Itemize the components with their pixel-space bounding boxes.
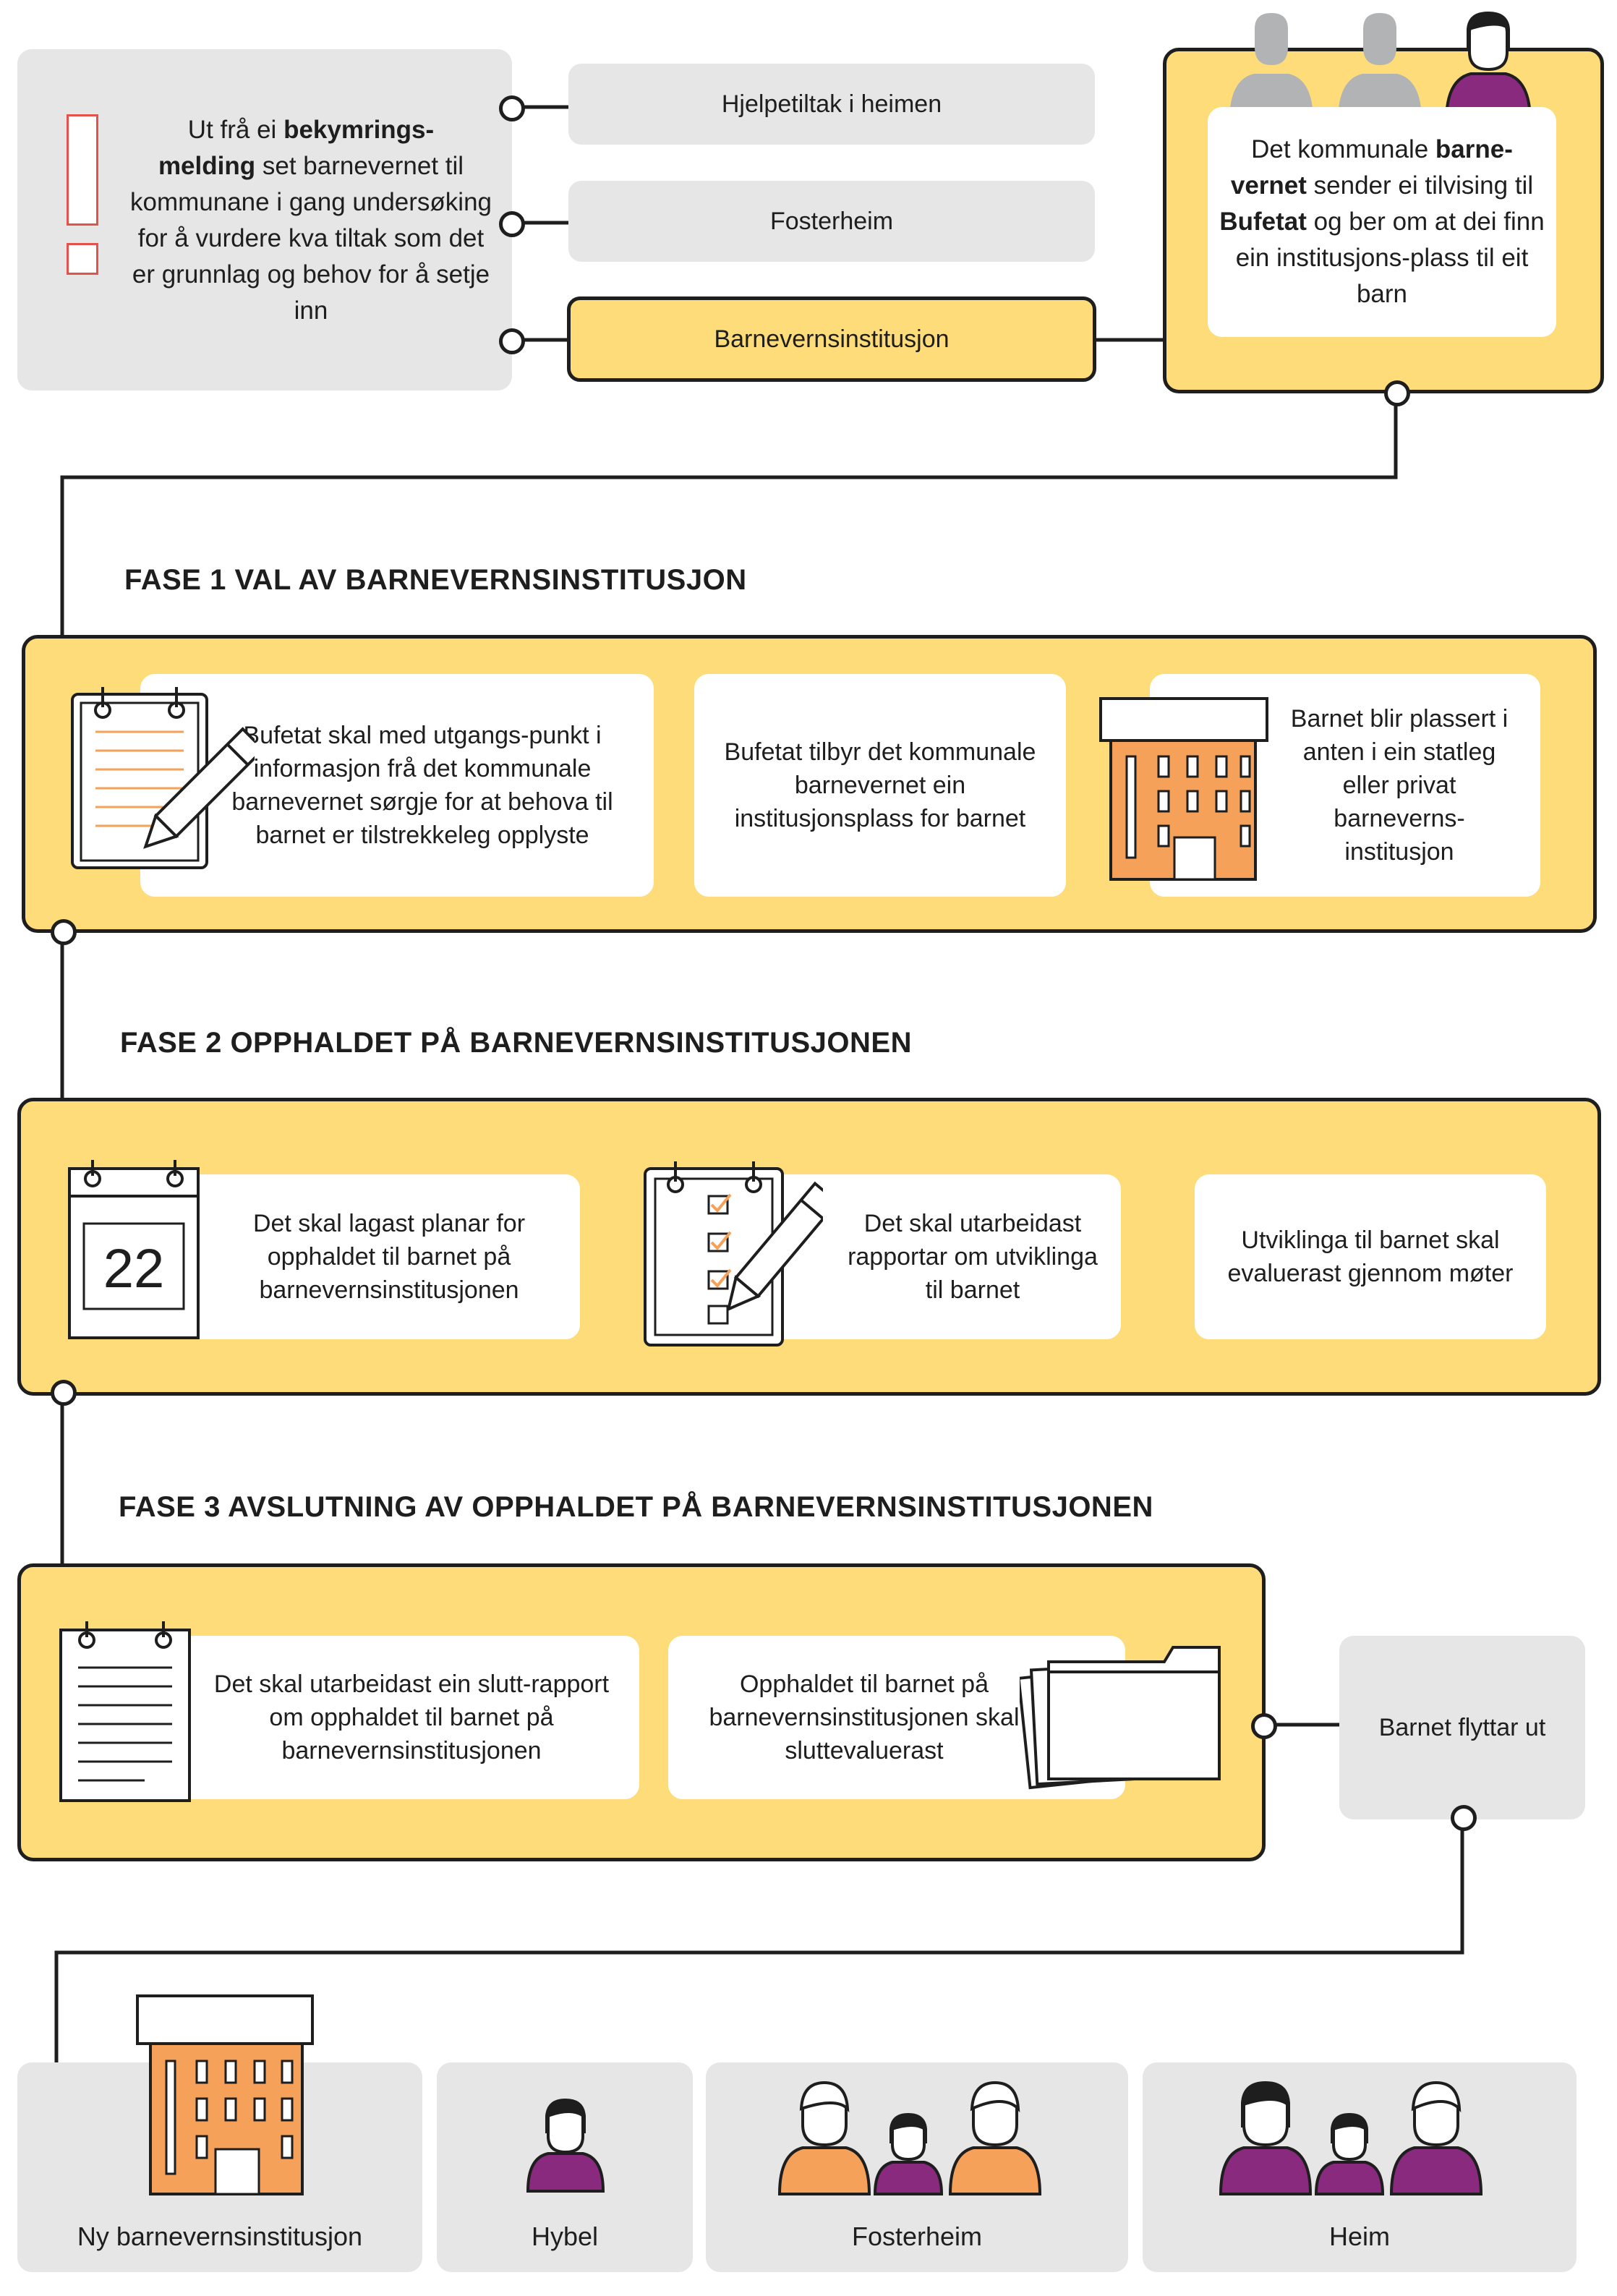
- connector-dot-phase2: [51, 1380, 77, 1406]
- outcome-label-hybel: Hybel: [531, 2222, 599, 2251]
- connector-dot-option-2: [499, 211, 525, 237]
- connector-dot-option-3: [499, 328, 525, 354]
- connector-dot-option-1: [499, 95, 525, 121]
- option-hjelpetiltak: Hjelpetiltak i heimen: [568, 64, 1095, 145]
- calendar-icon: 22: [68, 1160, 200, 1339]
- calendar-day: 22: [103, 1238, 165, 1299]
- connector-dot-phase1: [51, 919, 77, 945]
- home-family-icon: [1219, 2081, 1483, 2195]
- option-barnevernsinstitusjon: Barnevernsinstitusjon: [567, 296, 1096, 382]
- phase1-card-2: Bufetat tilbyr det kommunale barnevernet…: [694, 674, 1066, 897]
- connector-dot-phase3: [1251, 1713, 1277, 1739]
- caseworkers-icon: [1229, 12, 1532, 123]
- youth-person-icon: [526, 2099, 605, 2193]
- new-institution-building-icon: [136, 1994, 314, 2195]
- phase1-heading: FASE 1 VAL AV BARNEVERNSINSTITUSJON: [124, 564, 747, 596]
- connector-dot-referral: [1384, 380, 1410, 406]
- phase2-card-3: Utviklinga til barnet skal evaluerast gj…: [1195, 1174, 1546, 1339]
- referral-card: Det kommunale barne-vernet sender ei til…: [1208, 107, 1556, 337]
- phase2-card-1: Det skal lagast planar for opphaldet til…: [140, 1174, 580, 1339]
- phase3-heading: FASE 3 AVSLUTNING AV OPPHALDET PÅ BARNEV…: [119, 1491, 1153, 1523]
- intro-panel: [17, 49, 512, 391]
- connector-dot-exit: [1451, 1805, 1477, 1831]
- phase2-card-2: Det skal utarbeidast rapportar om utvikl…: [767, 1174, 1121, 1339]
- phase2-heading: FASE 2 OPPHALDET PÅ BARNEVERNSINSTITUSJO…: [120, 1027, 912, 1059]
- warning-dot-icon: [67, 243, 98, 275]
- report-icon: [59, 1621, 191, 1802]
- outcome-label-new-institution: Ny barnevernsinstitusjon: [77, 2222, 363, 2251]
- checklist-pencil-icon: [644, 1161, 823, 1347]
- phase3-card-1: Det skal utarbeidast ein slutt-rapport o…: [140, 1636, 639, 1799]
- outcome-label-fosterheim: Fosterheim: [851, 2222, 983, 2251]
- folder-icon: [1020, 1646, 1221, 1790]
- foster-family-icon: [777, 2081, 1042, 2195]
- notepad-pencil-icon: [71, 687, 255, 869]
- outcome-label-heim: Heim: [1328, 2222, 1390, 2251]
- exit-box: Barnet flyttar ut: [1339, 1636, 1585, 1819]
- institution-building-icon: [1099, 697, 1268, 881]
- intro-text: Ut frå ei bekymrings-melding set barneve…: [130, 116, 492, 325]
- option-fosterheim: Fosterheim: [568, 181, 1095, 262]
- warning-mark-icon: [67, 114, 98, 226]
